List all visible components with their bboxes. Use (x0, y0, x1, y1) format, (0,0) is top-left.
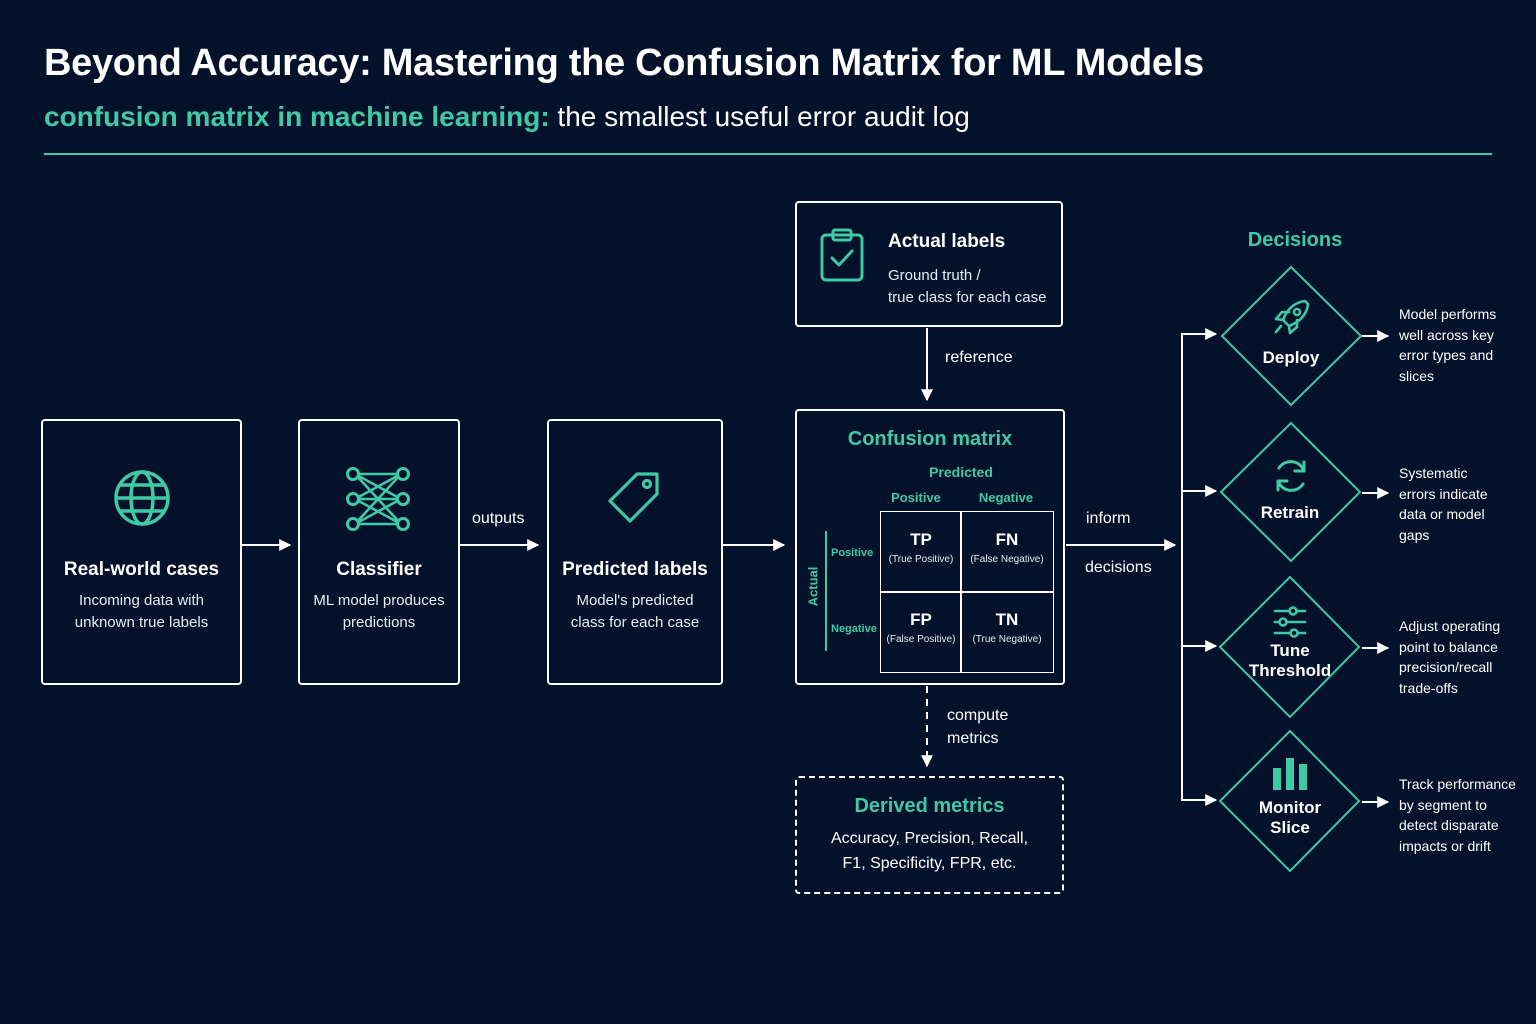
classifier-box: Classifier ML model produces predictions (298, 419, 460, 685)
deploy-label: Deploy (1262, 348, 1320, 367)
cell-tn: TN (True Negative) (961, 592, 1053, 672)
cell-tp-key: TP (910, 530, 932, 549)
globe-icon (114, 470, 170, 526)
clipboard-check-icon (820, 228, 864, 282)
monitor-desc-line3: detect disparate (1399, 817, 1499, 833)
bar-chart-icon (1273, 758, 1307, 790)
predicted-axis-label: Predicted (929, 464, 993, 480)
predicted-desc-line2: class for each case (570, 614, 700, 631)
derived-metrics-box: Derived metrics Accuracy, Precision, Rec… (795, 776, 1064, 894)
col-positive-label: Positive (891, 490, 941, 505)
derived-line1: Accuracy, Precision, Recall, (830, 830, 1029, 847)
outputs-label: outputs (472, 510, 525, 527)
grid-h-divider (881, 591, 1053, 593)
actual-labels-box: Actual labels Ground truth / true class … (795, 201, 1063, 327)
retrain-label: Retrain (1260, 503, 1320, 522)
cell-tp: TP (True Positive) (881, 512, 961, 592)
deploy-desc-line4: slices (1399, 367, 1435, 384)
cell-fn-sub: (False Negative) (970, 554, 1044, 565)
decisions-flow-label: decisions (1085, 559, 1152, 576)
tune-desc: Adjust operating point to balance precis… (1399, 616, 1529, 698)
predicted-labels-box: Predicted labels Model's predicted class… (547, 419, 723, 685)
derived-line2: F1, Specificity, FPR, etc. (842, 855, 1017, 872)
predicted-title: Predicted labels (562, 559, 708, 580)
tune-label-line2: Threshold (1248, 661, 1332, 680)
row-negative-label: Negative (831, 623, 877, 635)
actual-axis-label: Actual (805, 566, 821, 607)
deploy-diamond (1220, 265, 1363, 407)
cell-tn-sub: (True Negative) (972, 634, 1042, 645)
deploy-desc-line1: Model performs (1399, 306, 1497, 322)
real-world-title: Real-world cases (63, 559, 220, 580)
reference-label: reference (945, 349, 1013, 366)
sliders-icon (1273, 606, 1307, 638)
monitor-desc-line2: by segment to (1399, 796, 1487, 813)
retrain-diamond (1219, 421, 1362, 563)
matrix-grid: TP (True Positive) FN (False Negative) FP (… (880, 511, 1054, 673)
compute-label-line2: metrics (947, 730, 999, 747)
page-subtitle: confusion matrix in machine learning: th… (44, 101, 970, 133)
retrain-desc: Systematic errors indicate data or model… (1399, 463, 1529, 545)
actual-axis-line (825, 531, 827, 651)
tune-threshold-label: Tune Threshold (1240, 641, 1340, 681)
monitor-desc: Track performance by segment to detect d… (1399, 774, 1529, 856)
deploy-desc-line3: error types and (1399, 347, 1494, 363)
tune-desc-line2: point to balance (1399, 638, 1498, 655)
cell-fp-key: FP (910, 610, 932, 629)
cell-fn-key: FN (995, 530, 1019, 549)
tune-label-line1: Tune (1270, 641, 1310, 660)
cell-tn-key: TN (995, 610, 1019, 629)
inform-label: inform (1086, 510, 1131, 527)
derived-title: Derived metrics (854, 795, 1005, 817)
cell-fp: FP (False Positive) (881, 592, 961, 672)
refresh-icon (1276, 460, 1306, 492)
cell-fn: FN (False Negative) (961, 512, 1053, 592)
subtitle-highlight: confusion matrix in machine learning: (44, 101, 550, 132)
header-divider (44, 153, 1492, 155)
page-title: Beyond Accuracy: Mastering the Confusion… (44, 42, 1204, 84)
monitor-slice-label: Monitor Slice (1240, 798, 1340, 838)
retrain-desc-line4: gaps (1399, 526, 1430, 543)
tune-desc-line3: precision/recall (1399, 659, 1493, 675)
cell-fp-sub: (False Positive) (886, 634, 956, 645)
compute-label-line1: compute (947, 707, 1009, 724)
classifier-desc-line1: ML model produces (313, 592, 445, 609)
tune-desc-line1: Adjust operating (1399, 618, 1501, 634)
actual-desc-line2: true class for each case (888, 289, 1047, 306)
actual-title: Actual labels (888, 231, 1006, 252)
real-world-desc-line2: unknown true labels (74, 614, 209, 631)
monitor-desc-line1: Track performance (1399, 776, 1516, 792)
decisions-heading: Decisions (1247, 229, 1343, 251)
retrain-desc-line2: errors indicate (1399, 485, 1488, 502)
real-world-cases-box: Real-world cases Incoming data with unkn… (41, 419, 242, 685)
predicted-desc-line1: Model's predicted (576, 592, 694, 609)
tune-diamond (1218, 575, 1361, 719)
matrix-title: Confusion matrix (847, 428, 1013, 450)
col-negative-label: Negative (978, 490, 1034, 505)
deploy-desc-line2: well across key (1399, 326, 1494, 343)
neural-network-icon (346, 467, 410, 531)
actual-desc-line1: Ground truth / (888, 267, 981, 284)
retrain-desc-line1: Systematic (1399, 465, 1468, 481)
deploy-desc: Model performs well across key error typ… (1399, 304, 1529, 386)
monitor-label-line2: Slice (1270, 818, 1310, 837)
classifier-title: Classifier (336, 559, 422, 580)
tag-icon (608, 472, 659, 523)
rocket-icon (1274, 299, 1310, 335)
cell-tp-sub: (True Positive) (888, 554, 954, 565)
monitor-label-line1: Monitor (1258, 798, 1322, 817)
tune-desc-line4: trade-offs (1399, 679, 1458, 696)
retrain-desc-line3: data or model (1399, 506, 1485, 522)
real-world-desc-line1: Incoming data with (78, 592, 205, 609)
confusion-matrix-box: Confusion matrix Predicted Positive Nega… (795, 409, 1065, 685)
classifier-desc-line2: predictions (342, 614, 416, 631)
subtitle-rest: the smallest useful error audit log (549, 101, 970, 132)
monitor-desc-line4: impacts or drift (1399, 837, 1491, 854)
monitor-diamond (1218, 729, 1361, 873)
row-positive-label: Positive (831, 547, 874, 559)
